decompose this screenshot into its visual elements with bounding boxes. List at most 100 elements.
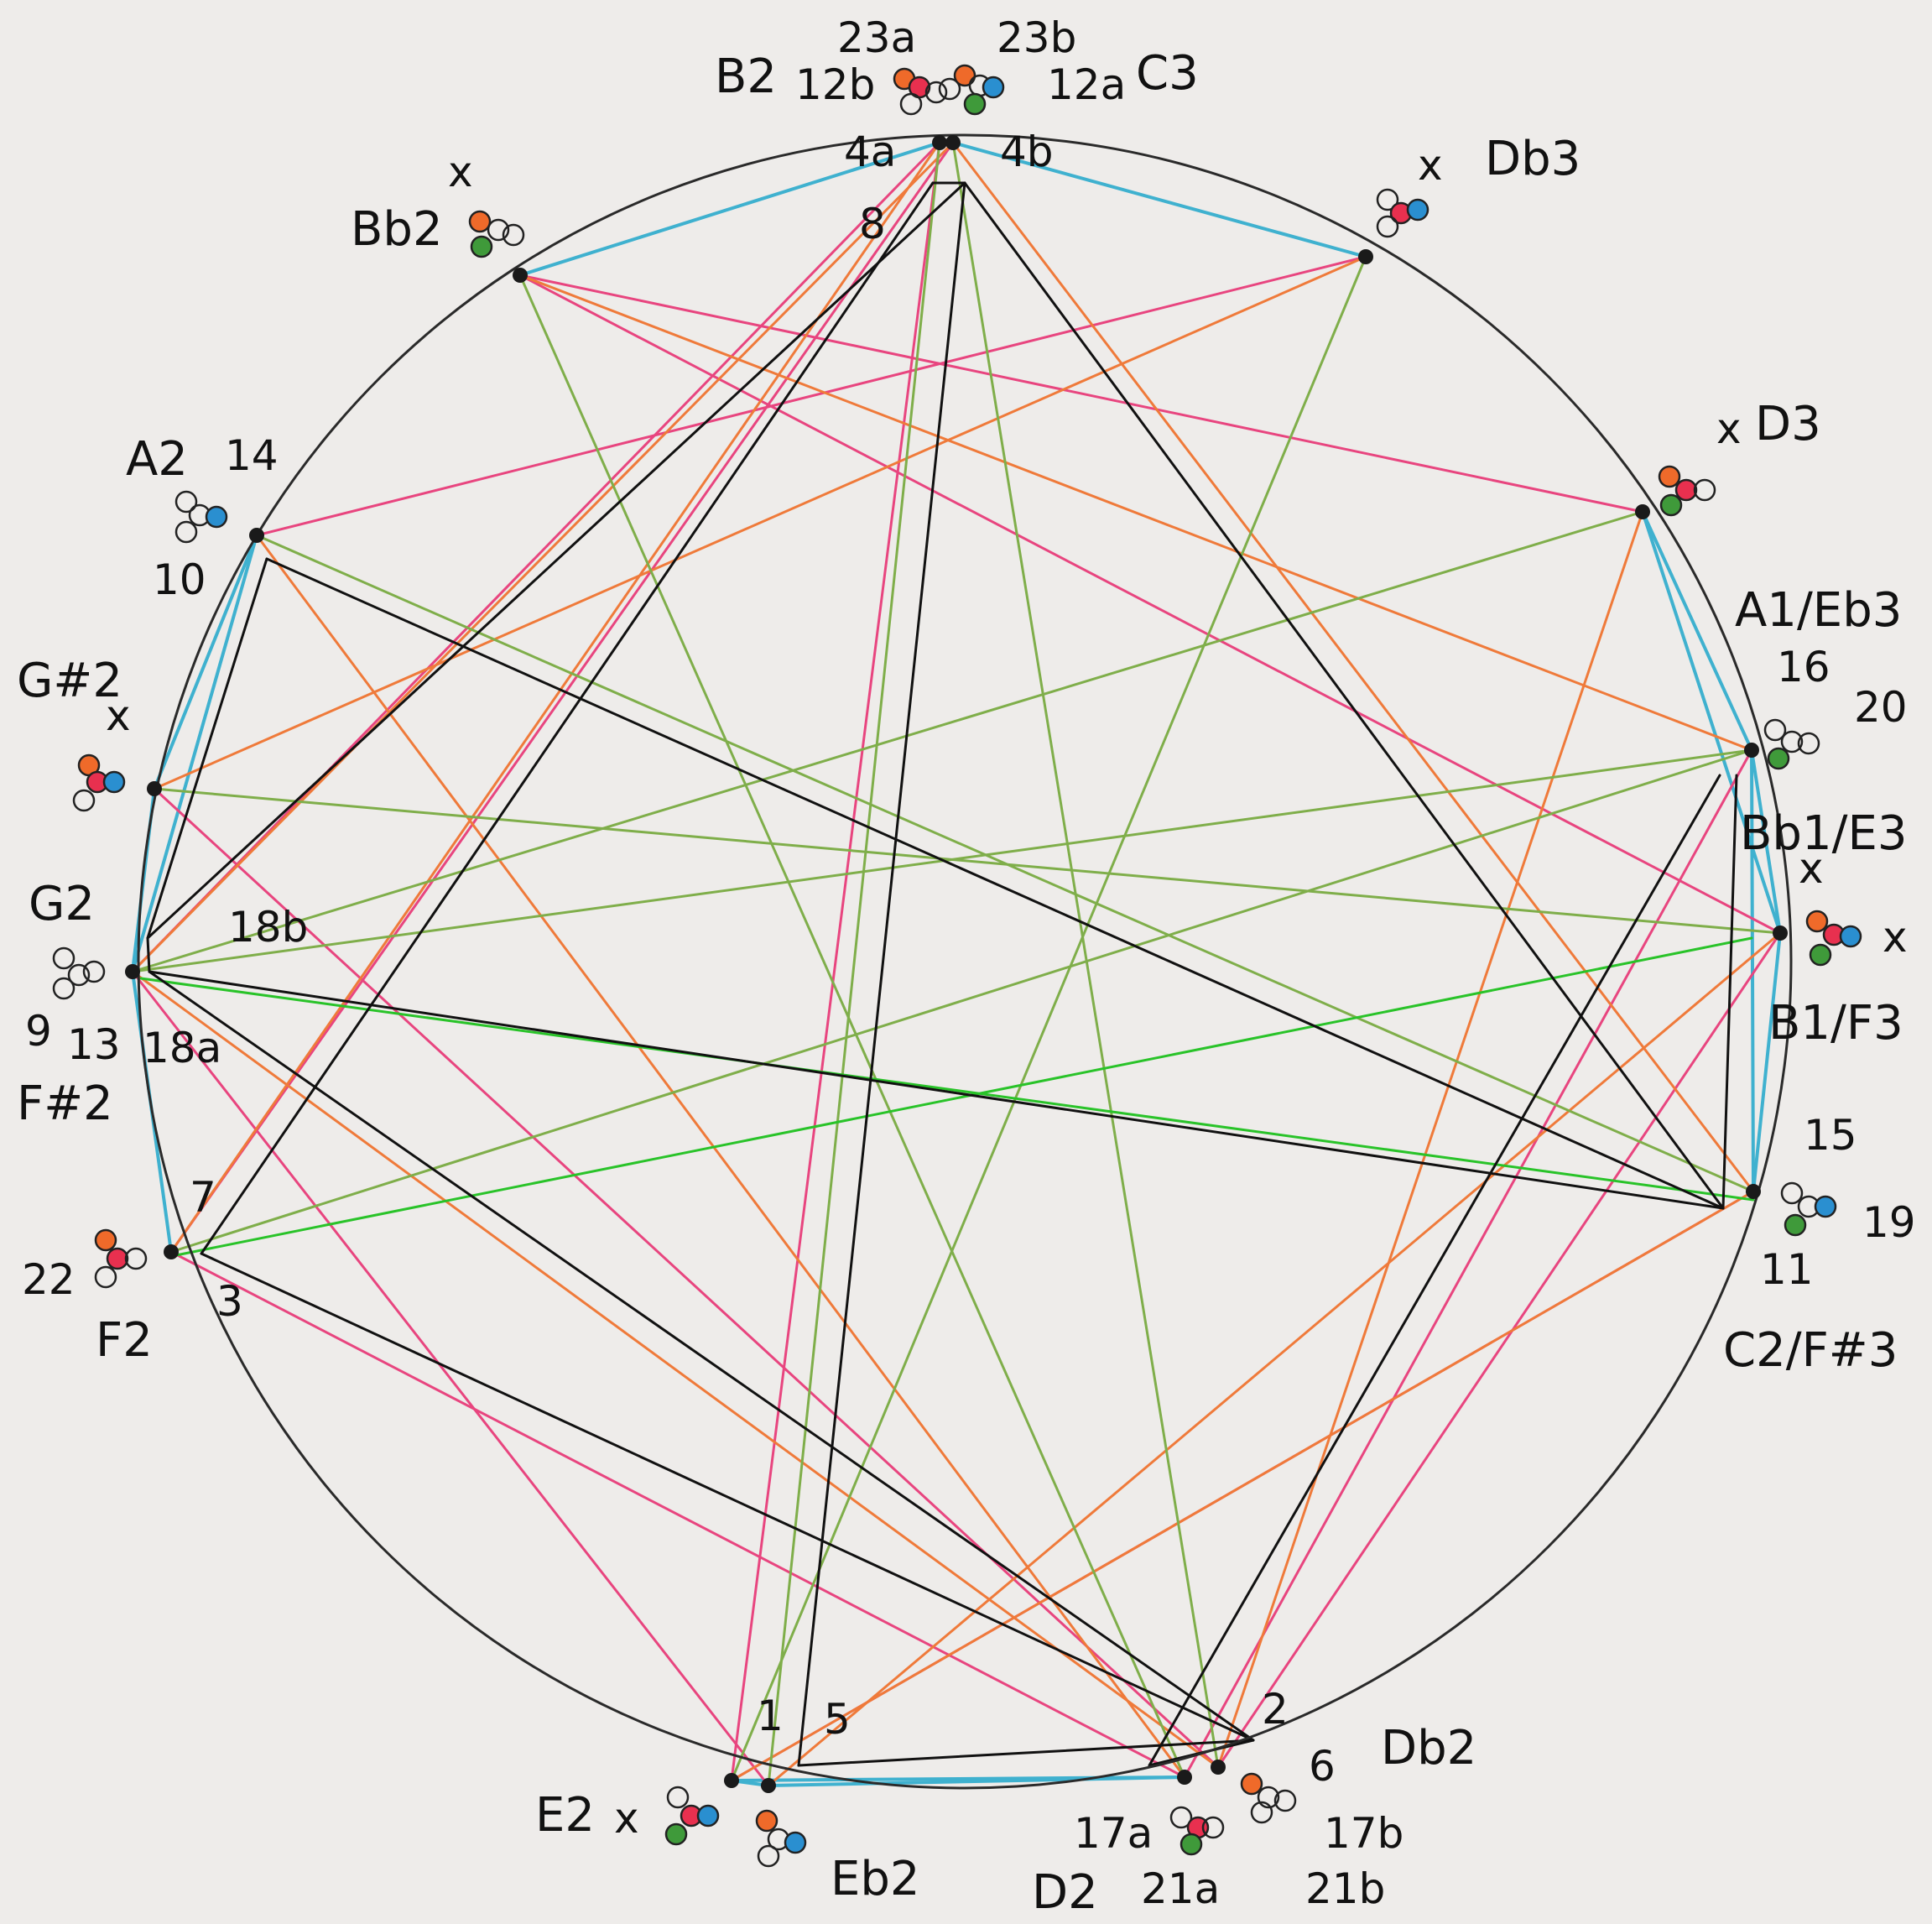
label-b2: B2 (715, 50, 777, 104)
dot-cluster-6 (1805, 910, 1862, 967)
edge-orange-33 (767, 931, 1782, 1787)
node-point-n10 (761, 1778, 776, 1793)
cluster-12-dot-0 (666, 1786, 690, 1809)
cluster-6-dot-3 (1809, 943, 1832, 967)
label-db2: Db2 (1381, 1721, 1476, 1775)
label-11: 11 (1760, 1245, 1814, 1294)
cluster-0-dot-3 (924, 81, 948, 104)
node-point-n6 (1773, 926, 1788, 941)
cluster-0-dot-2 (899, 92, 923, 116)
node-point-n12 (164, 1244, 179, 1259)
cluster-4-dot-3 (1659, 493, 1683, 517)
edge-green-40 (131, 510, 1644, 973)
edge-pink-17 (169, 141, 955, 1254)
edge-pink-18 (518, 274, 1782, 935)
edge-pink-24 (131, 970, 770, 1787)
label-20: 20 (1854, 683, 1908, 732)
edge-pink-16 (131, 141, 941, 973)
label-15: 15 (1804, 1111, 1857, 1160)
black-path-segment-2 (963, 181, 1725, 1210)
cluster-10-dot-3 (52, 977, 76, 1000)
node-point-n3 (1358, 249, 1373, 264)
label-19: 19 (1862, 1198, 1916, 1247)
edge-green-36 (518, 274, 1186, 1779)
label-13: 13 (67, 1020, 121, 1069)
black-path-segment-13 (1721, 774, 1738, 1210)
cluster-6-dot-2 (1839, 925, 1862, 948)
edge-green-39 (730, 255, 1367, 1782)
cluster-10-dot-0 (52, 946, 76, 970)
dot-clusters (52, 64, 1862, 1868)
edge-orange-35 (730, 1190, 1755, 1782)
edge-green-41 (169, 748, 1753, 1254)
label-a2: A2 (126, 432, 188, 487)
dot-cluster-9 (72, 753, 126, 812)
node-point-n14 (147, 781, 162, 796)
cluster-6-dot-0 (1805, 910, 1829, 933)
cluster-9-dot-2 (102, 770, 126, 794)
label-f2: F2 (96, 1313, 153, 1368)
black-path-segment-3 (200, 181, 935, 1255)
label-12b: 12b (795, 60, 875, 109)
label-gs2: G#2 (17, 654, 122, 708)
dot-cluster-2 (468, 210, 525, 258)
dot-cluster-10 (52, 946, 106, 1000)
node-point-n15 (249, 528, 264, 543)
label-bb2: Bb2 (351, 202, 443, 257)
cluster-11-dot-3 (94, 1265, 117, 1289)
edge-green-43 (255, 534, 1755, 1193)
cluster-7-dot-2 (1814, 1195, 1837, 1218)
label-5: 5 (824, 1695, 851, 1744)
cluster-14-dot-0 (1169, 1806, 1193, 1829)
label-23a: 23a (837, 13, 916, 62)
edge-orange-30 (518, 274, 1753, 752)
label-b1-f3: B1/F3 (1768, 996, 1903, 1051)
label-fs2: F#2 (17, 1077, 113, 1131)
black-path-segment-9 (200, 1252, 1255, 1742)
dot-cluster-11 (94, 1228, 148, 1289)
label-21a: 21a (1141, 1864, 1220, 1913)
connection-lines (131, 141, 1782, 1787)
edge-blue-4 (1752, 931, 1782, 1193)
edge-blue-1 (951, 141, 1367, 258)
label-14: 14 (225, 431, 279, 480)
dot-cluster-15 (1240, 1772, 1297, 1824)
label-x-d3: x (1716, 404, 1742, 453)
node-point-n13 (125, 964, 140, 979)
black-path-segment-12 (1148, 774, 1721, 1767)
cluster-15-dot-3 (1250, 1801, 1273, 1824)
edge-green-37 (767, 141, 941, 1787)
cluster-15-dot-1 (1257, 1786, 1280, 1809)
edge-pink-15 (255, 255, 1367, 537)
cluster-11-dot-0 (94, 1228, 117, 1252)
black-path-segment-6 (265, 557, 1725, 1210)
label-7: 7 (190, 1173, 216, 1222)
cluster-9-dot-3 (72, 789, 96, 812)
label-18b: 18b (228, 903, 308, 952)
dot-cluster-12 (664, 1786, 720, 1846)
cluster-3-dot-3 (1376, 215, 1399, 238)
cluster-13-dot-0 (755, 1809, 779, 1833)
node-point-n16 (513, 268, 528, 283)
black-path-segment-14 (146, 936, 151, 973)
label-4a: 4a (844, 128, 896, 176)
cluster-13-dot-3 (757, 1844, 780, 1868)
label-d3: D3 (1755, 397, 1821, 451)
node-point-n9 (1177, 1770, 1192, 1785)
cluster-15-dot-0 (1240, 1772, 1263, 1796)
cluster-14-dot-3 (1180, 1833, 1203, 1856)
edge-orange-32 (131, 970, 1220, 1769)
label-d2: D2 (1032, 1865, 1098, 1920)
label-22: 22 (22, 1255, 76, 1304)
label-x-b1-right: x (1883, 913, 1908, 962)
label-9: 9 (25, 1007, 52, 1056)
edge-green-38 (951, 141, 1220, 1769)
label-e2: E2 (535, 1788, 595, 1843)
node-point-n5 (1744, 743, 1759, 758)
dot-cluster-5 (1763, 718, 1820, 770)
cluster-3-dot-2 (1406, 198, 1429, 222)
cluster-11-dot-2 (124, 1247, 148, 1270)
edge-blue-7 (153, 534, 258, 790)
label-x-b1-top: x (1799, 844, 1824, 893)
